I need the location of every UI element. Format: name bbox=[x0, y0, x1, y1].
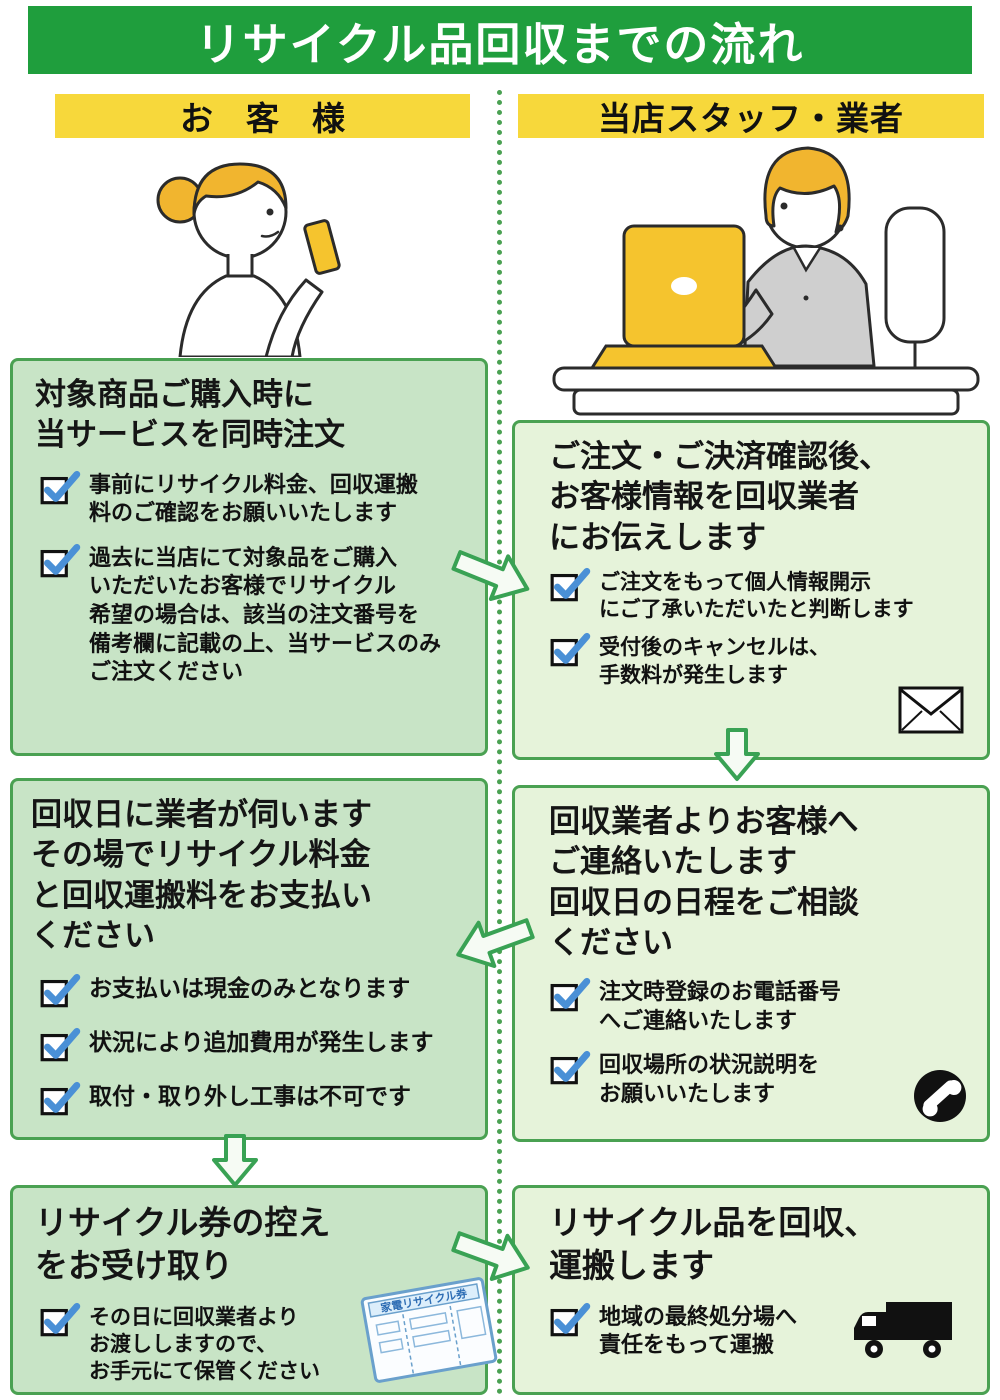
truck-icon bbox=[854, 1302, 952, 1358]
staff-column-header: 当店スタッフ・業者 bbox=[518, 94, 984, 138]
step-title: リサイクル券の控え をお受け取り bbox=[35, 1203, 331, 1285]
flow-arrow-down-icon bbox=[212, 1134, 258, 1187]
step-title: 回収業者よりお客様へ ご連絡いたします 回収日の日程をご相談 ください bbox=[549, 804, 859, 961]
checkbox-icon bbox=[550, 567, 591, 602]
flow-arrow-down-icon bbox=[714, 728, 760, 781]
page-title: リサイクル品回収までの流れ bbox=[28, 6, 972, 74]
checkbox-icon bbox=[40, 470, 81, 504]
checklist-item: 受付後のキャンセルは、 手数料が発生します bbox=[549, 633, 979, 689]
column-divider bbox=[497, 90, 502, 1395]
checklist-item: 回収場所の状況説明を お願いいたします bbox=[549, 1051, 979, 1109]
checkbox-icon bbox=[40, 543, 81, 578]
checklist-text: 地域の最終処分場へ 責任をもって運搬 bbox=[599, 1304, 798, 1359]
checkbox-icon bbox=[550, 1302, 591, 1337]
step-title: ご注文・ご決済確認後、 お客様情報を回収業者 にお伝えします bbox=[549, 439, 890, 556]
checklist-text: ご注文をもって個人情報開示 にご了承いただいたと判断します bbox=[599, 569, 914, 622]
checklist-item: ご注文をもって個人情報開示 にご了承いただいたと判断します bbox=[549, 567, 979, 624]
checklist-item: 事前にリサイクル料金、回収運搬 料のご確認をお願いいたします bbox=[39, 470, 477, 529]
checkbox-icon bbox=[550, 978, 591, 1012]
checkbox-icon bbox=[40, 1082, 81, 1116]
checkbox-icon bbox=[550, 633, 591, 667]
step-title: 回収日に業者が伺います その場でリサイクル料金 と回収運搬料をお支払い ください bbox=[31, 797, 372, 954]
checklist-item: その日に回収業者より お渡ししますので、 お手元にて保管ください bbox=[39, 1302, 477, 1386]
step-title: 対象商品ご購入時に 当サービスを同時注文 bbox=[35, 377, 345, 454]
checkbox-icon bbox=[550, 1051, 591, 1085]
checklist-item: 状況により追加費用が発生します bbox=[39, 1028, 477, 1064]
checklist-text: 受付後のキャンセルは、 手数料が発生します bbox=[599, 635, 830, 687]
checklist-item: 地域の最終処分場へ 責任をもって運搬 bbox=[549, 1302, 979, 1361]
customer-illustration bbox=[156, 162, 341, 357]
checklist-text: 回収場所の状況説明を お願いいたします bbox=[599, 1053, 820, 1107]
checklist-text: 状況により追加費用が発生します bbox=[89, 1030, 434, 1057]
checklist-item: 過去に当店にて対象品をご購入 いただいたお客様でリサイクル 希望の場合は、該当の… bbox=[39, 543, 477, 688]
checkbox-icon bbox=[40, 1302, 81, 1337]
customer-column-header: お 客 様 bbox=[55, 94, 470, 138]
checklist-text: 取付・取り外し工事は不可です bbox=[89, 1084, 411, 1111]
checklist-text: 過去に当店にて対象品をご購入 いただいたお客様でリサイクル 希望の場合は、該当の… bbox=[89, 545, 442, 686]
step-box-order-service: 対象商品ご購入時に 当サービスを同時注文 事前にリサイクル料金、回収運搬 料のご… bbox=[10, 358, 488, 756]
checkbox-icon bbox=[40, 974, 81, 1008]
checklist-text: その日に回収業者より お渡ししますので、 お手元にて保管ください bbox=[89, 1304, 320, 1384]
flow-arrow-right-icon bbox=[451, 550, 530, 601]
recycle-ticket-illustration: 家電リサイクル券 bbox=[360, 1277, 498, 1383]
envelope-icon bbox=[898, 686, 964, 734]
step-title: リサイクル品を回収、 運搬します bbox=[549, 1203, 878, 1285]
checklist-item: 取付・取り外し工事は不可です bbox=[39, 1082, 477, 1118]
step-box-contact-customer: 回収業者よりお客様へ ご連絡いたします 回収日の日程をご相談 ください 注文時登… bbox=[512, 785, 990, 1142]
checklist-text: 事前にリサイクル料金、回収運搬 料のご確認をお願いいたします bbox=[89, 472, 418, 527]
phone-icon bbox=[914, 1070, 966, 1122]
step-box-collect-transport: リサイクル品を回収、 運搬します 地域の最終処分場へ 責任をもって運搬 bbox=[512, 1185, 990, 1395]
checkbox-icon bbox=[40, 1028, 81, 1062]
flow-arrow-left-icon bbox=[456, 918, 535, 969]
checklist-text: 注文時登録のお電話番号 へご連絡いたします bbox=[599, 980, 842, 1034]
checklist-item: 注文時登録のお電話番号 へご連絡いたします bbox=[549, 978, 979, 1036]
checklist-text: お支払いは現金のみとなります bbox=[89, 976, 411, 1003]
checklist-item: お支払いは現金のみとなります bbox=[39, 974, 477, 1010]
flow-arrow-right-icon bbox=[451, 1231, 530, 1282]
staff-illustration bbox=[552, 146, 980, 416]
step-box-payment-on-pickup: 回収日に業者が伺います その場でリサイクル料金 と回収運搬料をお支払い ください… bbox=[10, 778, 488, 1140]
